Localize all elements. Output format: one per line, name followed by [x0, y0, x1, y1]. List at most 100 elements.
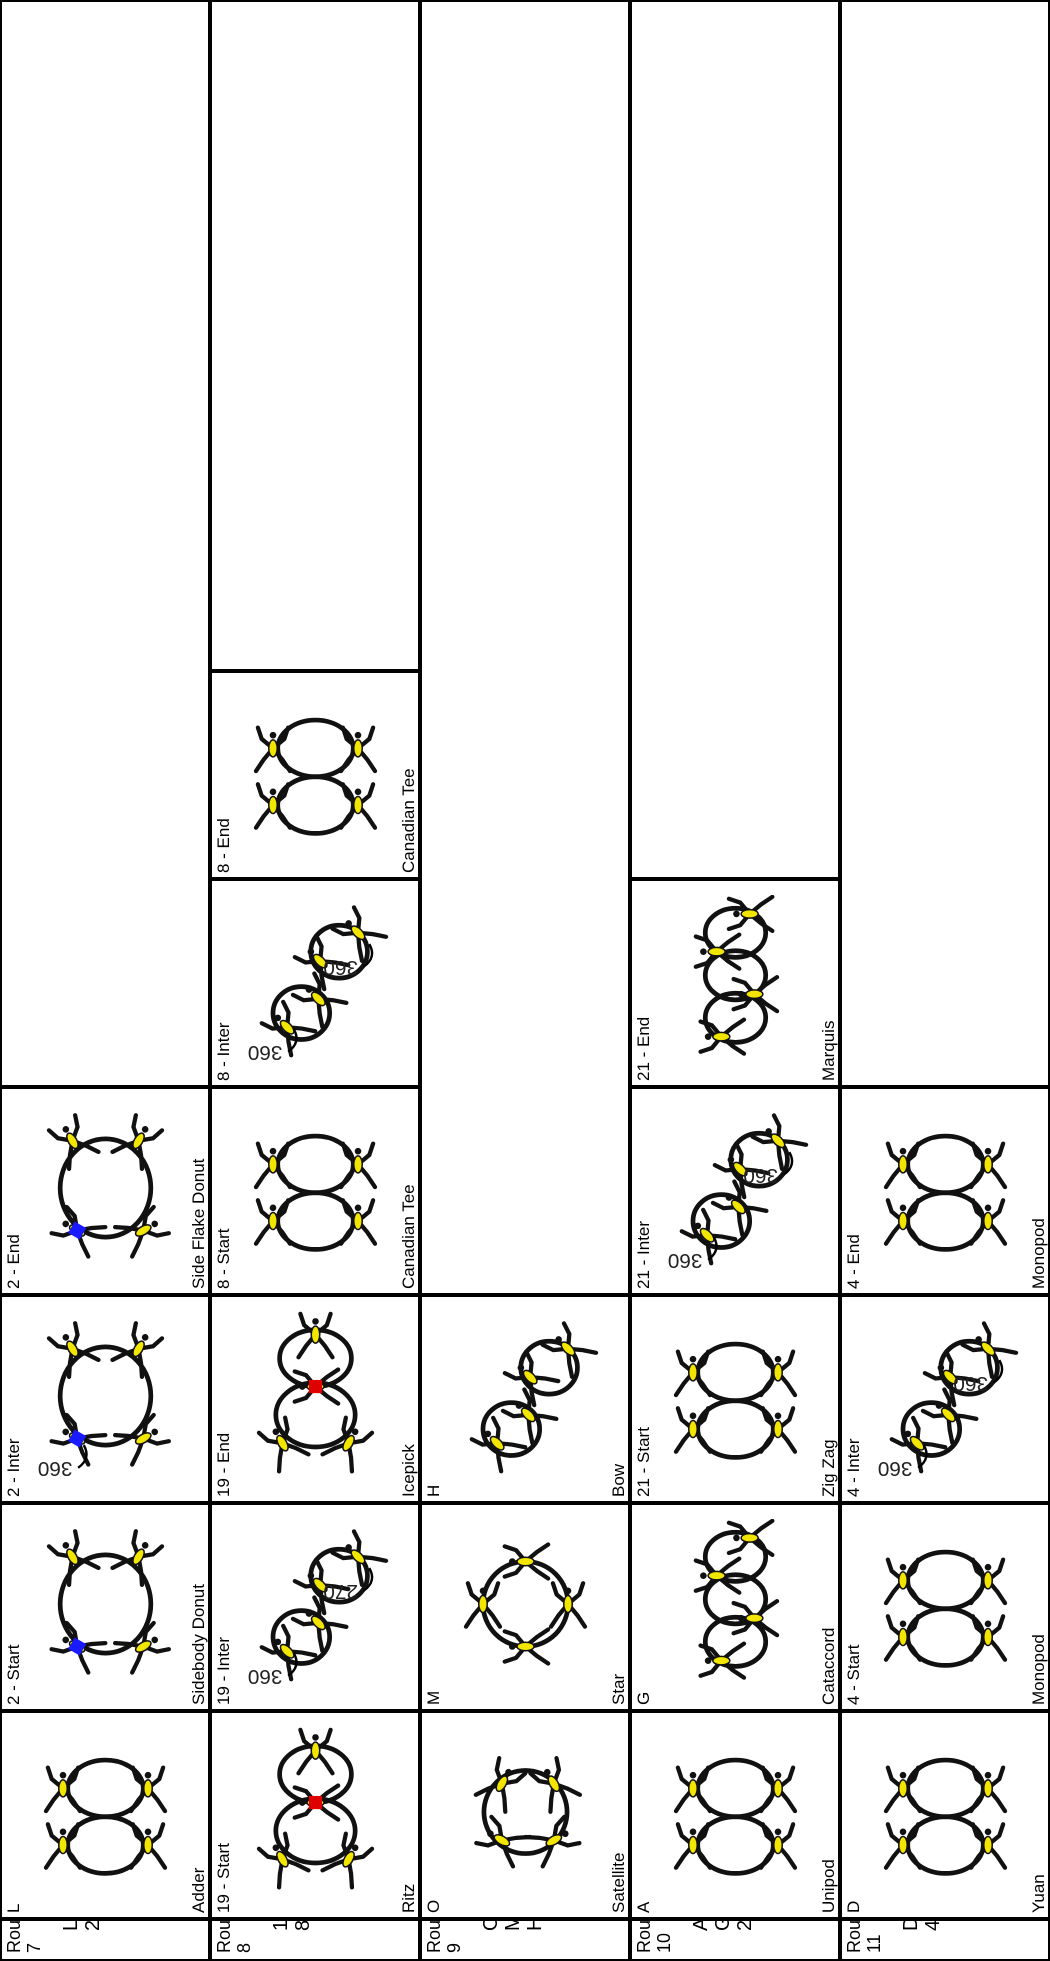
- empty-cell: [840, 0, 1050, 1087]
- formation-name: Canadian Tee: [399, 768, 418, 873]
- skydiver-icon: [46, 1824, 80, 1867]
- formation-cell: 4 - EndMonopod: [840, 1087, 1050, 1295]
- formation-label: 19 - Inter: [214, 1637, 233, 1705]
- skydiver-icon: [761, 1352, 795, 1395]
- formation-label: 8 - End: [214, 818, 233, 873]
- skydiver-icon: [529, 1757, 580, 1812]
- skydiver-icon: [505, 1545, 548, 1579]
- skydiver-icon: [734, 1601, 777, 1635]
- skydiver-icon: [971, 1144, 1005, 1187]
- skydiver-icon: [51, 1205, 106, 1256]
- formation-cell: 2 - End Side Flake Donut: [0, 1087, 210, 1295]
- empty-cell: [420, 0, 630, 1295]
- formation-label: H: [424, 1485, 443, 1497]
- formation-label: 2 - End: [4, 1234, 23, 1289]
- formation-diagram: [868, 1519, 1023, 1689]
- formation-cell: H Bow: [420, 1295, 630, 1503]
- skydiver-icon: [676, 1408, 710, 1451]
- formation-name: Canadian Tee: [399, 1184, 418, 1289]
- formation-name: Satellite: [609, 1853, 628, 1913]
- formation-name: Star: [609, 1674, 628, 1705]
- formation-label: A: [634, 1902, 653, 1913]
- skydiver-icon: [971, 1616, 1005, 1659]
- sequence-item: 2: [82, 1920, 104, 1931]
- formation-label: 8 - Inter: [214, 1022, 233, 1081]
- rotation-label: 360: [878, 1457, 913, 1480]
- sequence-item: L: [60, 1920, 82, 1931]
- skydiver-icon: [256, 784, 290, 827]
- formation-label: 19 - End: [214, 1433, 233, 1497]
- skydiver-icon: [971, 1560, 1005, 1603]
- rotation-label: 360: [38, 1457, 73, 1480]
- formation-label: G: [634, 1692, 653, 1705]
- skydiver-icon: [971, 1824, 1005, 1867]
- rotation-label: 360: [248, 1665, 283, 1688]
- formation-diagram: [28, 1727, 183, 1897]
- skydiver-icon: [971, 1200, 1005, 1243]
- formation-diagram: [28, 1103, 183, 1273]
- empty-cell: [210, 0, 420, 671]
- skydiver-icon: [886, 1200, 920, 1243]
- skydiver-icon: [761, 1824, 795, 1867]
- formation-name: Bow: [609, 1464, 628, 1497]
- formation-diagram: [448, 1727, 603, 1897]
- formation-label: 21 - Start: [634, 1427, 653, 1497]
- formation-cell: 21 - StartZig Zag: [630, 1295, 840, 1503]
- skydiver-icon: [341, 784, 375, 827]
- formation-diagram: 360: [28, 1311, 183, 1481]
- empty-cell: [630, 0, 840, 879]
- rotation-label: 360: [248, 1041, 283, 1064]
- formation-name: Monopod: [1029, 1218, 1048, 1289]
- formation-cell: 4 - Inter360360: [840, 1295, 1050, 1503]
- skydiver-icon: [505, 1630, 548, 1664]
- skydiver-icon: [256, 728, 290, 771]
- formation-name: Cataccord: [819, 1628, 838, 1705]
- formation-diagram: [238, 1103, 393, 1273]
- skydiver-icon: [299, 1730, 333, 1773]
- rotation-label: 360: [668, 1249, 703, 1272]
- formation-diagram: [238, 1727, 393, 1897]
- skydiver-icon: [886, 1768, 920, 1811]
- rotation-label: 360: [323, 956, 358, 979]
- skydiver-icon: [51, 1413, 106, 1464]
- skydiver-icon: [751, 1114, 806, 1169]
- skydiver-icon: [971, 1768, 1005, 1811]
- formation-name: Yuan: [1029, 1874, 1048, 1913]
- skydiver-icon: [341, 728, 375, 771]
- skydiver-icon: [676, 1768, 710, 1811]
- formation-label: D: [844, 1901, 863, 1913]
- round-row: Round819819 - StartRitz19 - Inter3602701…: [210, 0, 420, 1961]
- formation-label: 4 - Start: [844, 1645, 863, 1705]
- formation-diagram: [868, 1103, 1023, 1273]
- formation-diagram: [658, 895, 813, 1065]
- skydiver-icon: [341, 1144, 375, 1187]
- round-header: Round10AG21: [630, 1919, 840, 1961]
- round-row: Round7L2LAdder2 - StartSidebody Donut2 -…: [0, 0, 210, 1961]
- skydiver-icon: [331, 906, 386, 961]
- formation-label: 2 - Inter: [4, 1438, 23, 1497]
- skydiver-icon: [886, 1824, 920, 1867]
- formation-diagram: 360360: [658, 1103, 813, 1273]
- formation-name: Side Flake Donut: [189, 1159, 208, 1289]
- skydiver-icon: [256, 1144, 290, 1187]
- skydiver-icon: [541, 1322, 596, 1377]
- formation-cell: 8 - End Canadian Tee: [210, 671, 420, 879]
- formation-cell: 8 - Inter 360 360: [210, 879, 420, 1087]
- skydiver-icon: [676, 1352, 710, 1395]
- skydiver-icon: [886, 1144, 920, 1187]
- formation-cell: D Yuan: [840, 1711, 1050, 1919]
- formation-diagram: [658, 1519, 813, 1689]
- skydiver-icon: [886, 1616, 920, 1659]
